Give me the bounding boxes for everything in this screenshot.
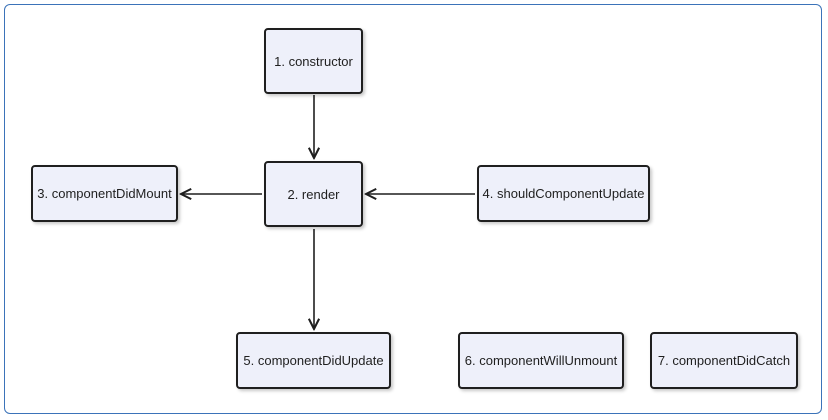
node-component-did-update[interactable]: 5. componentDidUpdate [236,332,391,389]
node-component-did-mount[interactable]: 3. componentDidMount [31,165,178,222]
node-component-did-mount-label: 3. componentDidMount [37,186,172,201]
node-component-did-update-label: 5. componentDidUpdate [243,353,384,368]
node-constructor[interactable]: 1. constructor [264,28,363,94]
node-should-component-update-label: 4. shouldComponentUpdate [482,186,645,201]
node-constructor-label: 1. constructor [274,53,353,69]
node-component-did-catch[interactable]: 7. componentDidCatch [650,332,798,389]
node-should-component-update[interactable]: 4. shouldComponentUpdate [477,165,650,222]
node-component-will-unmount[interactable]: 6. componentWillUnmount [458,332,624,389]
node-component-will-unmount-label: 6. componentWillUnmount [464,353,618,368]
node-render-label: 2. render [287,186,340,202]
node-render[interactable]: 2. render [264,161,363,227]
node-component-did-catch-label: 7. componentDidCatch [657,353,791,368]
